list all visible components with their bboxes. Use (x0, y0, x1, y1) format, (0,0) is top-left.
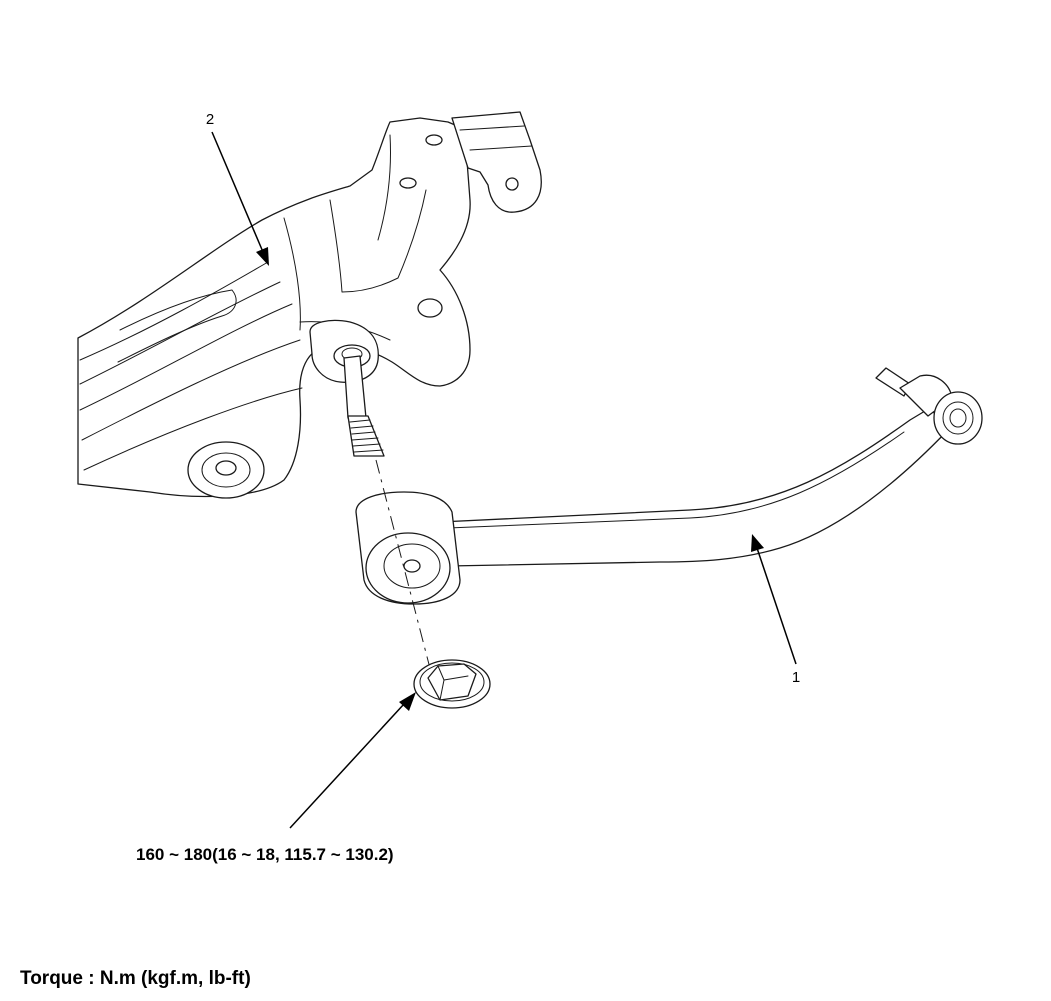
callout-part-1: 1 (792, 669, 800, 686)
mounting-stud (333, 344, 385, 457)
assembly-centerline (375, 459, 433, 677)
leader-part-1 (751, 534, 797, 665)
torque-units-note: Torque : N.m (kgf.m, lb-ft) (20, 968, 251, 989)
stabilizer-link-part-1 (355, 367, 983, 605)
flange-bolt (413, 659, 491, 709)
callout-part-2: 2 (206, 111, 214, 128)
leader-torque-bolt (289, 692, 416, 829)
leader-part-2 (211, 131, 269, 266)
subframe-part-2 (77, 111, 542, 499)
torque-spec-label: 160 ~ 180(16 ~ 18, 115.7 ~ 130.2) (136, 845, 394, 864)
